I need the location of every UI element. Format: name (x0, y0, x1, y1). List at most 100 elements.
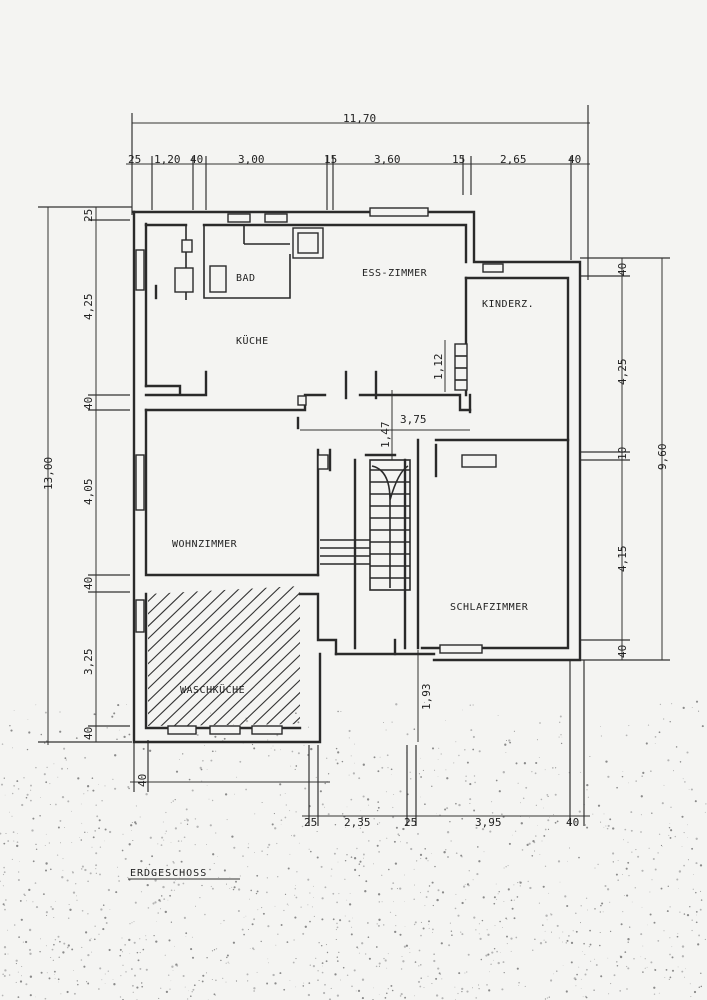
noise-speck (291, 750, 294, 753)
noise-speck (52, 959, 54, 961)
noise-speck (348, 737, 350, 739)
noise-speck (586, 826, 589, 829)
noise-speck (49, 804, 51, 805)
noise-speck (20, 918, 23, 921)
noise-speck (597, 804, 601, 807)
noise-speck (558, 736, 560, 738)
dim-top-6: 15 (452, 153, 465, 166)
noise-speck (391, 721, 393, 723)
noise-speck (365, 880, 368, 883)
noise-speck (658, 992, 660, 994)
noise-speck (653, 993, 656, 995)
noise-speck (660, 844, 663, 847)
noise-speck (338, 893, 340, 895)
noise-speck (172, 970, 174, 971)
noise-speck (492, 817, 495, 820)
noise-speck (700, 985, 703, 988)
noise-speck (3, 904, 6, 907)
noise-speck (224, 793, 228, 796)
noise-speck (497, 961, 500, 965)
noise-speck (185, 808, 188, 811)
noise-speck (213, 949, 216, 951)
noise-speck (695, 921, 698, 924)
noise-speck (123, 735, 126, 739)
noise-speck (672, 770, 674, 772)
noise-speck (295, 986, 297, 988)
noise-speck (512, 834, 513, 836)
noise-speck (115, 891, 118, 894)
noise-speck (488, 989, 491, 992)
noise-speck (431, 747, 435, 750)
noise-speck (122, 951, 123, 953)
noise-speck (473, 775, 476, 777)
noise-speck (69, 908, 72, 911)
noise-speck (434, 769, 436, 771)
noise-speck (455, 741, 457, 743)
noise-speck (175, 770, 179, 773)
noise-speck (617, 860, 619, 862)
noise-speck (215, 832, 217, 834)
noise-speck (87, 831, 89, 833)
noise-speck (417, 980, 421, 983)
noise-speck (40, 938, 41, 940)
noise-speck (646, 966, 648, 968)
noise-speck (267, 958, 269, 960)
noise-speck (29, 994, 32, 997)
noise-speck (307, 904, 309, 906)
noise-speck (400, 993, 403, 996)
noise-speck (697, 943, 700, 946)
noise-speck (139, 938, 141, 940)
noise-speck (99, 967, 102, 970)
noise-speck (177, 840, 180, 842)
noise-speck (562, 931, 564, 933)
noise-speck (71, 870, 73, 872)
noise-speck (418, 965, 420, 967)
noise-speck (194, 818, 197, 820)
noise-speck (478, 923, 480, 925)
noise-speck (145, 939, 147, 941)
noise-speck (522, 797, 525, 800)
noise-speck (414, 921, 417, 924)
noise-speck (280, 823, 282, 825)
noise-speck (544, 998, 546, 1000)
noise-speck (35, 704, 37, 706)
noise-speck (334, 823, 337, 826)
noise-speck (489, 830, 492, 833)
noise-speck (561, 736, 563, 738)
noise-speck (112, 778, 114, 781)
noise-speck (622, 874, 623, 875)
noise-speck (555, 767, 557, 769)
noise-speck (635, 780, 637, 782)
noise-speck (558, 774, 560, 775)
noise-speck (410, 847, 413, 851)
noise-speck (206, 768, 208, 770)
noise-speck (61, 876, 64, 879)
noise-speck (445, 849, 447, 851)
noise-speck (536, 739, 538, 741)
noise-speck (96, 815, 99, 818)
noise-speck (576, 973, 578, 976)
hatch-line (273, 586, 300, 726)
noise-speck (104, 973, 106, 975)
noise-speck (619, 955, 623, 959)
noise-speck (630, 829, 633, 832)
noise-speck (127, 876, 129, 879)
noise-speck (211, 887, 214, 890)
noise-speck (597, 863, 599, 866)
noise-speck (75, 737, 78, 739)
noise-speck (363, 857, 365, 859)
noise-speck (640, 814, 642, 816)
noise-speck (616, 786, 618, 789)
noise-speck (627, 841, 629, 843)
noise-speck (257, 909, 259, 911)
noise-speck (312, 885, 314, 887)
noise-speck (600, 904, 602, 907)
noise-speck (346, 806, 348, 808)
noise-speck (451, 934, 453, 936)
noise-speck (342, 966, 345, 969)
noise-speck (460, 931, 462, 933)
noise-speck (170, 802, 172, 804)
noise-speck (294, 916, 297, 919)
noise-speck (3, 842, 6, 845)
noise-speck (651, 879, 653, 881)
